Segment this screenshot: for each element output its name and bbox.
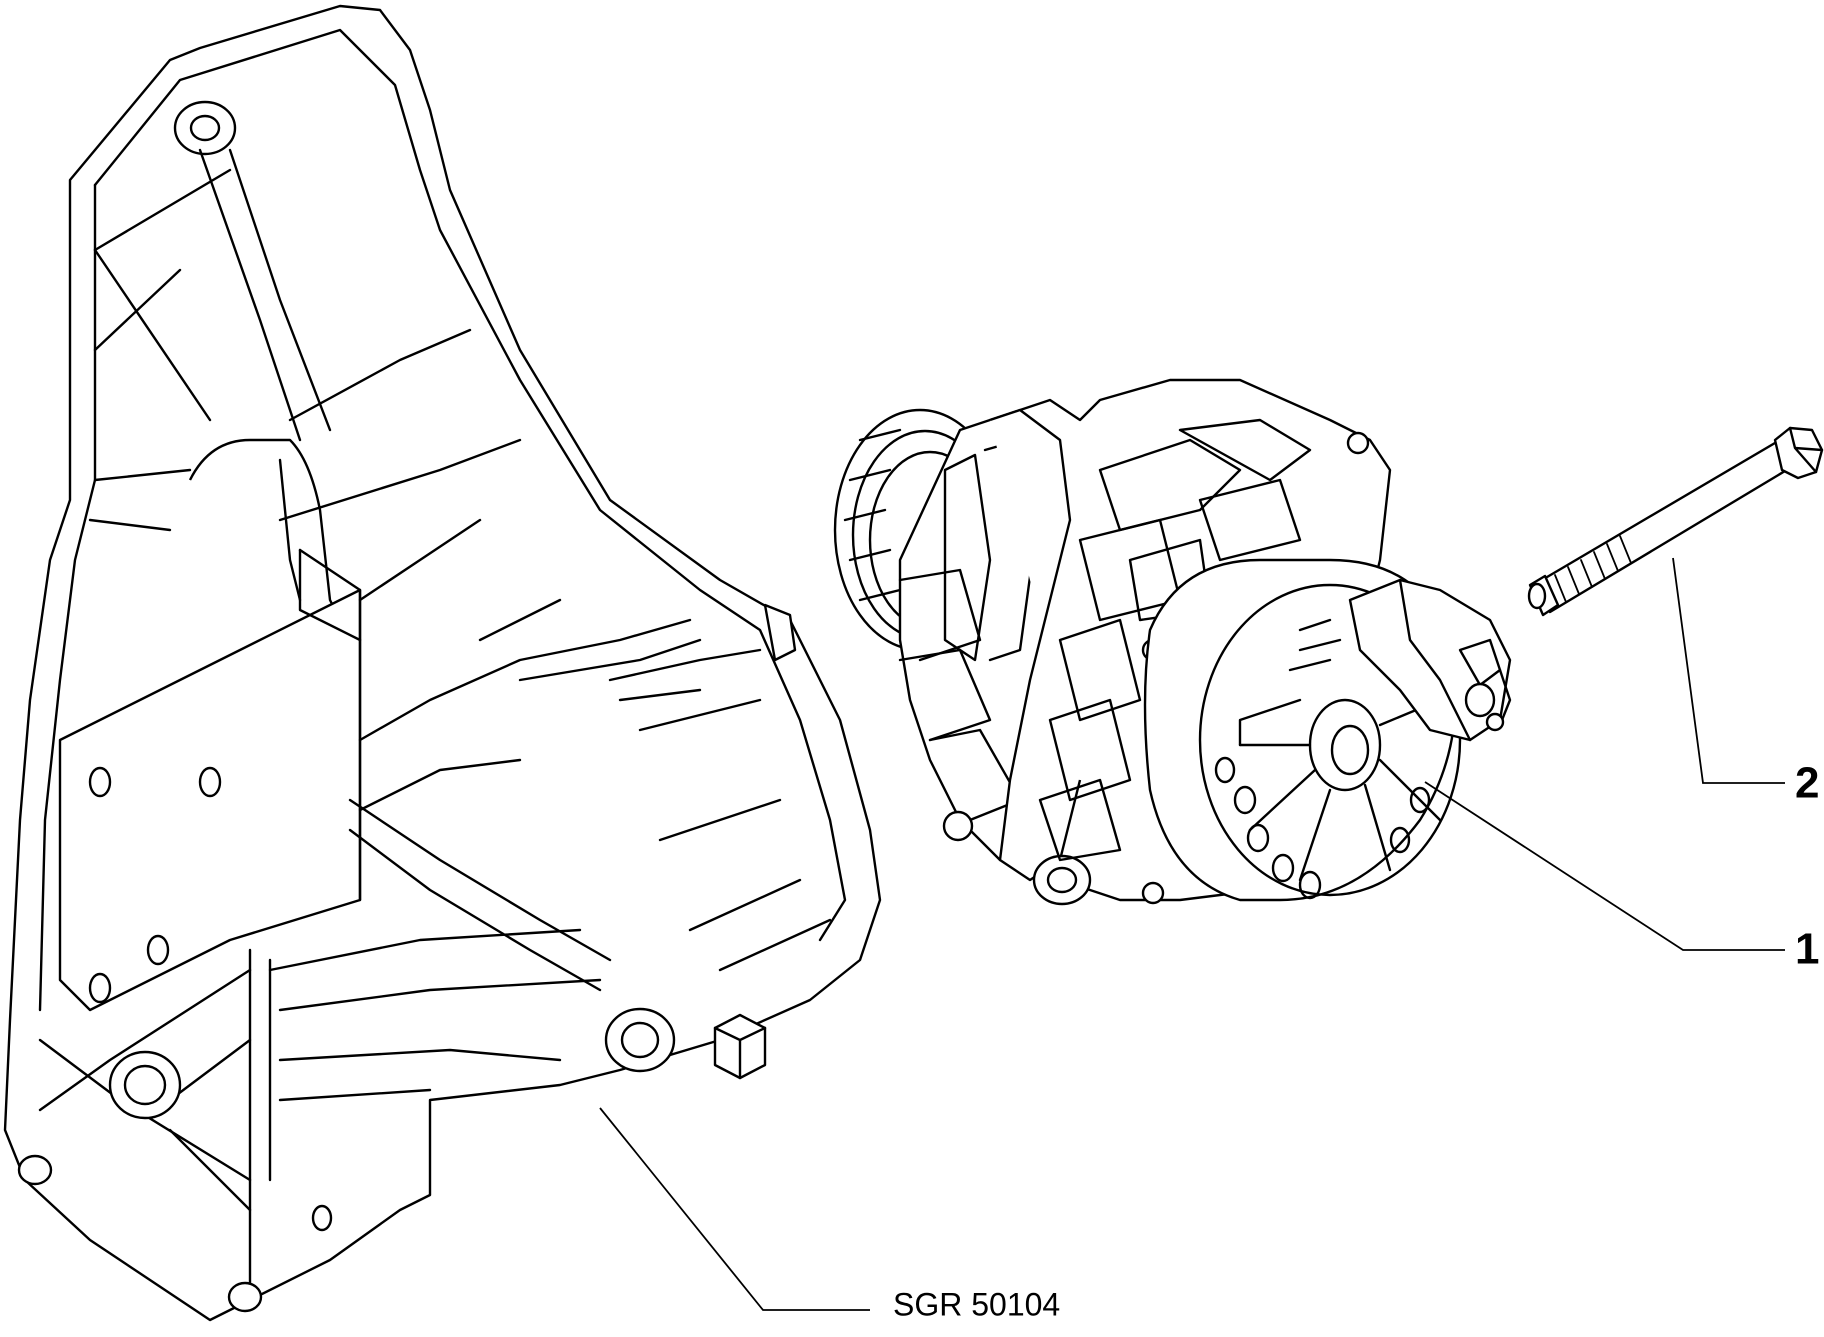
drawing-reference-label: SGR 50104 bbox=[893, 1286, 1060, 1322]
callout-part-1: 1 bbox=[1795, 925, 1819, 974]
alternator-mounting-bracket bbox=[3, 4, 882, 1322]
leader-line-part-1 bbox=[1424, 781, 1785, 951]
callout-part-2: 2 bbox=[1795, 759, 1819, 808]
leader-line-drawing-reference bbox=[599, 1107, 870, 1311]
alternator-bolt bbox=[1527, 426, 1824, 617]
leader-line-part-2 bbox=[1672, 557, 1785, 784]
leader-lines bbox=[599, 557, 1785, 1311]
alternator-assembly bbox=[833, 378, 1512, 906]
